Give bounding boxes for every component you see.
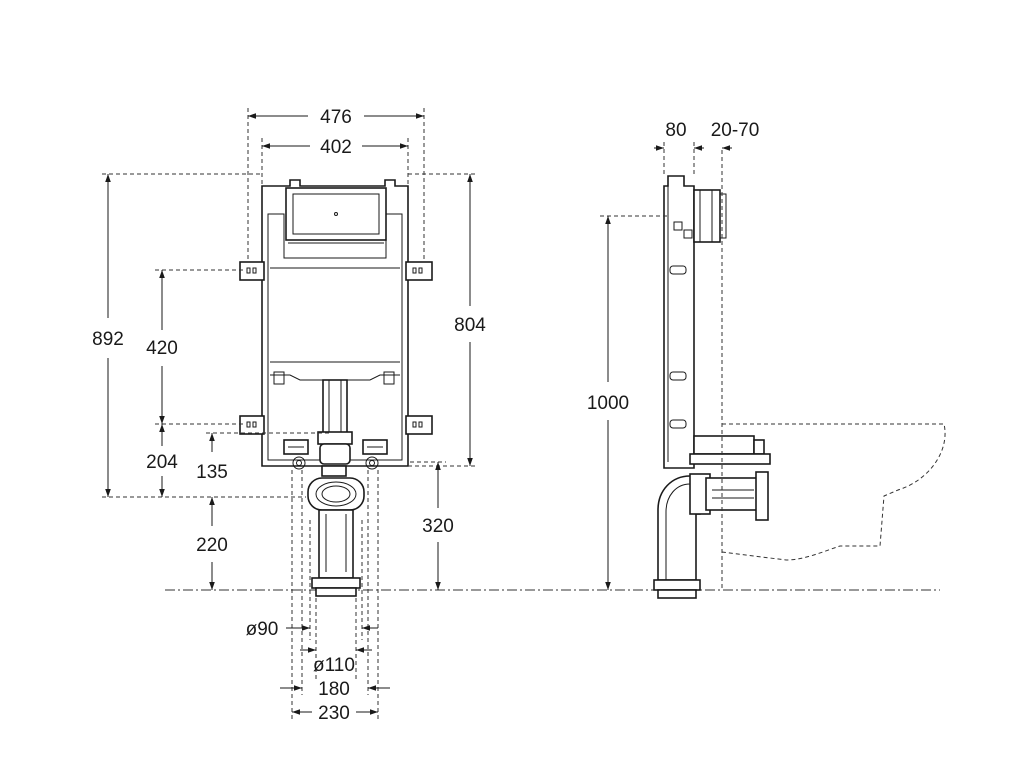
side-view: 80 20-70 1000 bbox=[587, 120, 946, 599]
flush-panel bbox=[292, 193, 380, 235]
foot-right bbox=[362, 439, 388, 470]
wc-bowl-outline bbox=[721, 423, 946, 561]
dim-height-frame: 804 bbox=[454, 315, 486, 336]
dim-fixing-spacing: 420 bbox=[146, 338, 178, 359]
dim-pipe-d90: ø90 bbox=[246, 619, 279, 640]
dim-pipe-d110: ø110 bbox=[313, 655, 355, 676]
dim-feet-inner: 180 bbox=[318, 679, 350, 700]
foot-left bbox=[283, 439, 309, 470]
side-connector bbox=[693, 189, 721, 243]
dim-height-total: 892 bbox=[92, 329, 124, 350]
dim-width-outer: 476 bbox=[320, 107, 352, 128]
upper-bracket-left bbox=[239, 261, 265, 281]
dim-feet-outer: 230 bbox=[318, 703, 350, 724]
side-flush-pipe bbox=[693, 435, 755, 455]
dim-depth: 80 bbox=[665, 120, 686, 141]
lower-bracket-right bbox=[405, 415, 433, 435]
dim-width-inner: 402 bbox=[320, 137, 352, 158]
side-frame bbox=[663, 175, 695, 469]
dim-lower-fixing: 204 bbox=[146, 452, 178, 473]
dim-outlet-height: 320 bbox=[422, 516, 454, 537]
front-view: 476 402 892 420 204 135 220 804 320 bbox=[92, 107, 486, 724]
upper-bracket-right bbox=[405, 261, 433, 281]
dim-height-side: 1000 bbox=[587, 393, 629, 414]
dim-wall-adjust: 20-70 bbox=[711, 120, 760, 141]
dim-floor-to-frame: 220 bbox=[196, 535, 228, 556]
flush-pipe bbox=[322, 379, 348, 437]
dim-drain-height: 135 bbox=[196, 462, 228, 483]
lower-bracket-left bbox=[239, 415, 265, 435]
cistern-box bbox=[285, 187, 387, 241]
drain-bend bbox=[307, 465, 365, 597]
